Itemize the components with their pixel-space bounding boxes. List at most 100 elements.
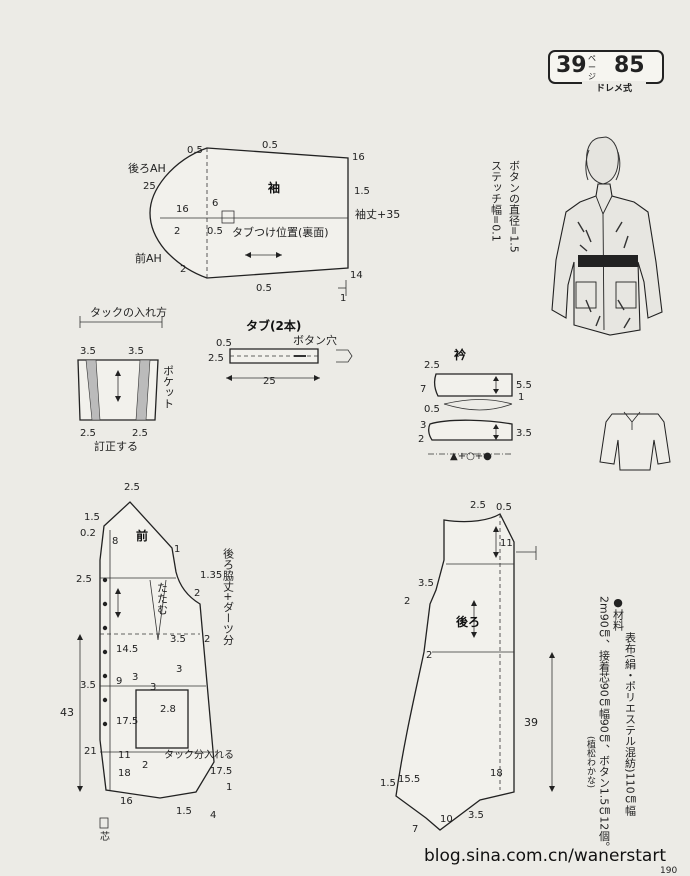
sleeve-tab-position: タブつけ位置(裏面) xyxy=(232,225,329,239)
front-dim-35b: 3.5 xyxy=(80,680,96,691)
front-dim-43: 43 xyxy=(60,706,74,719)
front-dim-2a: 2 xyxy=(194,588,200,599)
front-tuck-note: タック分入れる xyxy=(164,749,234,761)
sleeve-dim-25: 25 xyxy=(143,181,156,192)
sleeve-dim-top2: 0.5 xyxy=(262,140,278,151)
front-dim-25b: 2.5 xyxy=(76,574,92,585)
collar-dim-1: 1 xyxy=(518,392,524,403)
tuck-pocket: ポケット xyxy=(162,365,175,409)
materials-credit: (植松わかな) xyxy=(585,736,596,788)
front-dim-25: 2.5 xyxy=(124,482,140,493)
collar-dim-2: 2 xyxy=(418,434,424,445)
back-dim-25: 2.5 xyxy=(470,500,486,511)
collar-symbols: ▲+○+● xyxy=(450,451,492,462)
sleeve-dim-16a: 16 xyxy=(352,152,365,163)
tab-dim-25: 2.5 xyxy=(208,353,224,364)
tuck-dim-35b: 3.5 xyxy=(128,346,144,357)
sleeve-dim-2b: 2 xyxy=(180,264,186,275)
tab-dim-05: 0.5 xyxy=(216,338,232,349)
front-dim-175b: 17.5 xyxy=(210,766,232,777)
front-dim-8: 8 xyxy=(112,536,118,547)
sleeve-dim-15: 1.5 xyxy=(354,186,370,197)
back-dim-35: 3.5 xyxy=(418,578,434,589)
sleeve-dim-2a: 2 xyxy=(174,226,180,237)
sleeve-length: 袖丈+35 xyxy=(355,207,400,221)
front-dim-1a: 1 xyxy=(174,544,180,555)
sleeve-dim-bottom: 0.5 xyxy=(256,283,272,294)
front-fold-note: たたむ xyxy=(156,582,169,615)
sleeve-front-ah: 前AH xyxy=(135,251,162,265)
materials-note: ●材料 表布(絹・ポリエステル混紡)110㎝幅 2m90㎝、接着芯90㎝幅90㎝… xyxy=(585,596,637,852)
back-dim-05: 0.5 xyxy=(496,502,512,513)
sleeve-dim-6: 6 xyxy=(212,198,218,209)
front-dim-15b: 1.5 xyxy=(176,806,192,817)
front-dim-3c: 3 xyxy=(176,664,182,675)
sleeve-dim-14: 14 xyxy=(350,270,363,281)
sleeve-dim-1: 1 xyxy=(340,293,346,304)
front-dim-2c: 2 xyxy=(142,760,148,771)
materials-line1: 表布(絹・ポリエステル混紡)110㎝幅 xyxy=(624,631,637,817)
collar-title: 衿 xyxy=(454,347,466,362)
back-dim-18: 18 xyxy=(490,768,503,779)
front-dim-3a: 3 xyxy=(132,672,138,683)
back-dim-2b: 2 xyxy=(426,650,432,661)
front-dim-1b: 1 xyxy=(226,782,232,793)
button-note: ボタンの直径=1.5 ステッチ幅=0.1 xyxy=(490,160,521,253)
back-dim-39: 39 xyxy=(524,716,538,729)
page-number: 85 xyxy=(614,53,645,78)
collar-dim-05: 0.5 xyxy=(424,404,440,415)
front-dim-28: 2.8 xyxy=(160,704,176,715)
front-dim-135: 1.35 xyxy=(200,570,222,581)
tuck-dim-25a: 2.5 xyxy=(80,428,96,439)
collar-dim-55: 5.5 xyxy=(516,380,532,391)
front-dim-21: 21 xyxy=(84,746,97,757)
front-dim-11: 11 xyxy=(118,750,131,761)
sleeve-label: 袖 xyxy=(268,180,280,195)
back-dim-11: 11 xyxy=(500,538,513,549)
sleeve-dim-16b: 16 xyxy=(176,204,189,215)
page-badge: 39 ページ 85 xyxy=(548,50,664,84)
sleeve-dim-05: 0.5 xyxy=(207,226,223,237)
front-dim-16: 16 xyxy=(120,796,133,807)
materials-title: ●材料 xyxy=(612,596,625,632)
front-dim-9: 9 xyxy=(116,676,122,687)
tuck-dim-25b: 2.5 xyxy=(132,428,148,439)
back-label: 後ろ xyxy=(456,614,480,629)
materials-line2: 2m90㎝、接着芯90㎝幅90㎝、ボタン1.5㎝12個。 xyxy=(598,596,611,852)
button-diameter-note: ボタンの直径=1.5 xyxy=(508,160,521,253)
front-dim-4: 4 xyxy=(210,810,216,821)
back-dim-7: 7 xyxy=(412,824,418,835)
tab-title: タブ(2本) xyxy=(246,318,301,333)
sleeve-dim-top1: 0.5 xyxy=(187,145,203,156)
collar-piece: 衿 2.5 7 5.5 1 0.5 3 2 3.5 ▲+○+● xyxy=(418,347,532,462)
collar-dim-35: 3.5 xyxy=(516,428,532,439)
front-side-note: 後ろ脇丈+ダーツ分 xyxy=(222,547,235,646)
front-dim-18: 18 xyxy=(118,768,131,779)
front-dim-175: 17.5 xyxy=(116,716,138,727)
back-piece: 後ろ 2.5 0.5 11 3.5 2 2 39 18 1.5 15.5 7 1… xyxy=(380,500,555,835)
collar-dim-3: 3 xyxy=(420,420,426,431)
front-label: 前 xyxy=(136,528,148,543)
front-piece: 前 後ろ脇丈+ダーツ分 たたむ タック分入れる 2.5 1.5 0.2 8 1 … xyxy=(60,482,235,843)
tab-buttonhole: ボタン穴 xyxy=(293,333,337,347)
method-label: ドレメ式 xyxy=(582,81,646,94)
tuck-correct: 訂正する xyxy=(94,439,138,453)
tuck-diagram: タックの入れ方 3.5 3.5 2.5 2.5 訂正する ポケット xyxy=(77,305,175,453)
front-dim-waku: 芯 xyxy=(100,830,110,843)
collar-dim-7: 7 xyxy=(420,384,426,395)
front-dim-02: 0.2 xyxy=(80,528,96,539)
sleeve-back-ah: 後ろAH xyxy=(128,161,166,175)
back-dim-35b: 3.5 xyxy=(468,810,484,821)
tuck-dim-35a: 3.5 xyxy=(80,346,96,357)
back-dim-2a: 2 xyxy=(404,596,410,607)
front-dim-3b: 3 xyxy=(150,682,156,693)
page-ref-number: 39 xyxy=(556,53,587,78)
sleeve-piece: 袖 後ろAH 前AH タブつけ位置(裏面) 袖丈+35 0.5 0.5 16 2… xyxy=(128,140,400,304)
footer-page-number: 190 xyxy=(660,866,678,876)
front-dim-145: 14.5 xyxy=(116,644,138,655)
back-dim-15: 1.5 xyxy=(380,778,396,789)
back-dim-10: 10 xyxy=(440,814,453,825)
front-dim-2b: 2 xyxy=(204,634,210,645)
